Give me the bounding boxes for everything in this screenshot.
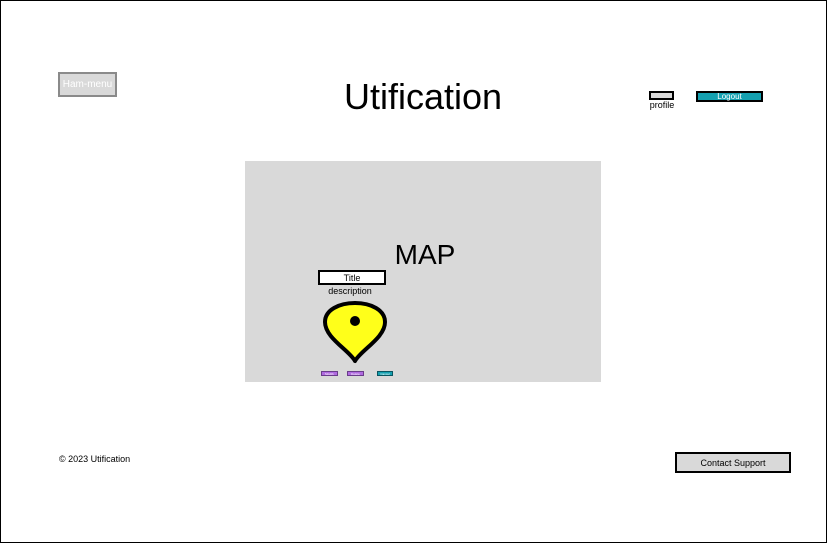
map-panel[interactable] — [245, 161, 601, 382]
map-pin-icon[interactable] — [321, 300, 389, 364]
cancel-pin-button[interactable]: Cancel — [377, 371, 393, 376]
delete-pin-button[interactable]: Delete — [347, 371, 364, 376]
copyright-text: © 2023 Utification — [59, 454, 131, 464]
logout-button[interactable]: Logout — [696, 91, 763, 102]
profile-label: profile — [649, 100, 675, 110]
modify-pin-button[interactable]: Modify — [321, 371, 338, 376]
contact-support-button[interactable]: Contact Support — [675, 452, 791, 473]
pin-description: description — [328, 286, 372, 296]
pin-title: Title — [318, 270, 386, 285]
app-title: Utification — [343, 76, 503, 117]
map-label: MAP — [394, 239, 456, 270]
hamburger-menu-button[interactable]: Ham-menu — [58, 72, 117, 97]
profile-button[interactable] — [649, 91, 674, 100]
